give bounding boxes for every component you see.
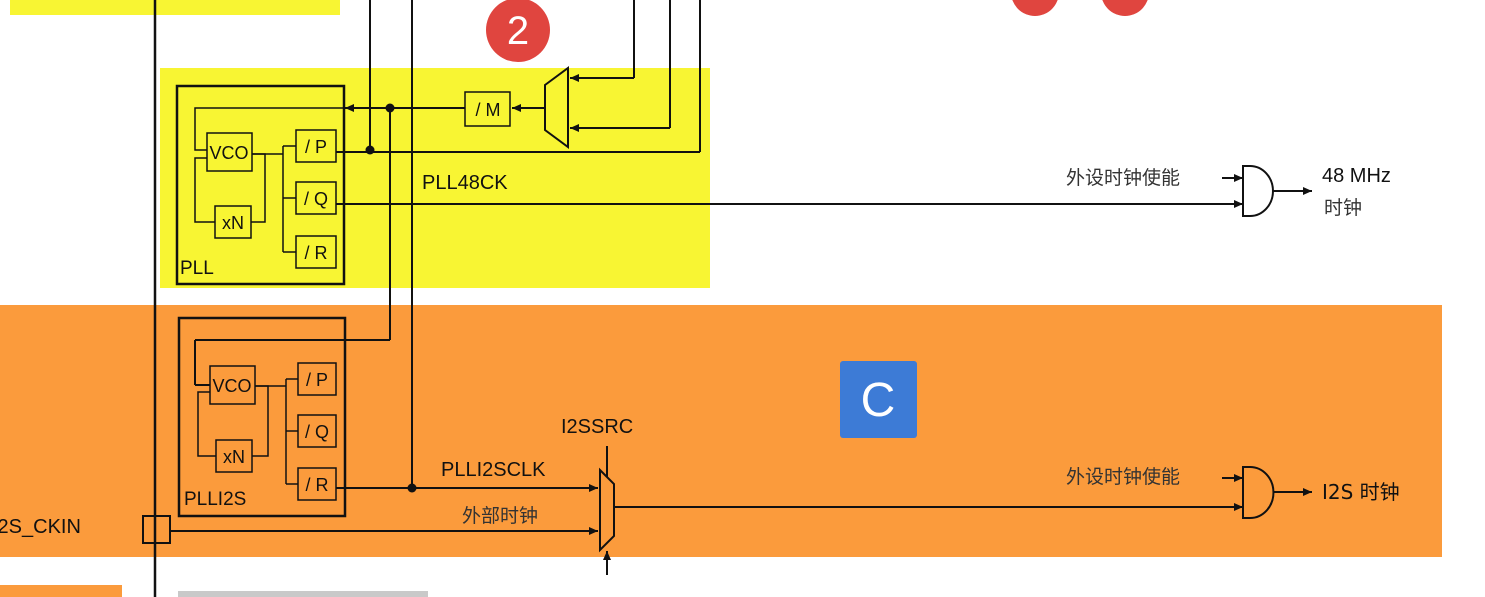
pll-div-q-label: / Q: [304, 189, 328, 209]
pll-source-mux: [544, 66, 569, 149]
pll48ck-label: PLL48CK: [422, 172, 508, 194]
i2s-ckin-pin: [142, 515, 171, 544]
pll-div-r-label: / R: [304, 243, 327, 263]
plli2s-div-r-label: / R: [305, 475, 328, 495]
i2ssrc-label: I2SSRC: [561, 416, 633, 438]
plli2s-block: [177, 316, 347, 518]
pll-ref-to-vco: [194, 107, 345, 151]
pll-block: [175, 84, 346, 286]
enable-1-label: 外设时钟使能: [1066, 167, 1180, 189]
plli2sclk-label: PLLI2SCLK: [441, 459, 546, 481]
bottom-cut-off-text: [178, 591, 428, 597]
pll-highlight-region: [160, 68, 710, 288]
out-48mhz-label: 48 MHz: [1322, 165, 1391, 187]
orange-bottom-left-strip: [0, 585, 122, 597]
and-gate-i2s: [1242, 466, 1275, 519]
plli2s-vco-box: [209, 365, 256, 405]
junction-pll-p: [365, 145, 375, 155]
plli2s-xn-label: xN: [223, 447, 245, 467]
badge-2-label: 2: [507, 9, 529, 53]
plli2s-highlight-region: [0, 305, 1442, 557]
plli2s-vco-feedback: [197, 391, 216, 457]
and-gate-48mhz: [1242, 165, 1274, 217]
pll-block-label: PLL: [180, 258, 214, 279]
enable-2-label: 外设时钟使能: [1066, 466, 1180, 488]
red-badge-top-right-2: [1102, 0, 1148, 16]
pll-vco-label: VCO: [209, 143, 248, 163]
plli2s-div-q-label: / Q: [305, 422, 329, 442]
pll-div-m-label: / M: [476, 100, 501, 120]
plli2s-vco-label: VCO: [212, 376, 251, 396]
out-i2s-label: I2S 时钟: [1322, 480, 1400, 504]
pll-xn-label: xN: [222, 213, 244, 233]
badge-c: [840, 361, 917, 438]
pll-vco-feedback: [194, 157, 215, 223]
i2ssrc-mux: [599, 467, 615, 553]
badge-c-label: C: [861, 374, 896, 427]
badge-2: [486, 0, 550, 62]
junction-plli2sclk: [407, 483, 417, 493]
plli2s-block-label: PLLI2S: [184, 489, 246, 510]
plli2s-div-p-label: / P: [306, 370, 328, 390]
pll-div-p-label: / P: [305, 137, 327, 157]
pll-vco-box: [206, 132, 253, 172]
yellow-top-left-strip: [10, 0, 340, 15]
out-48mhz-sublabel: 时钟: [1324, 197, 1362, 219]
i2s-ckin-label: I2S_CKIN: [0, 516, 81, 538]
red-badge-top-right-1: [1012, 0, 1058, 16]
external-clock-label: 外部时钟: [462, 505, 538, 527]
